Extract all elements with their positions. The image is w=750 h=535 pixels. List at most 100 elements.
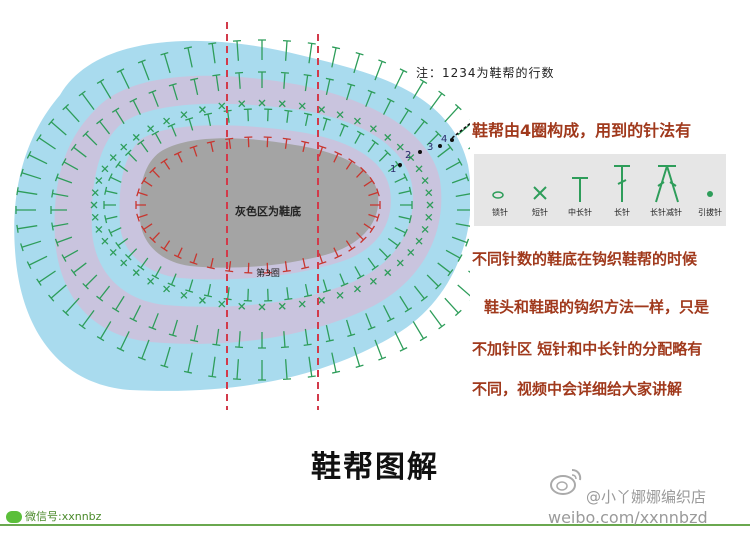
double-crochet-mark	[365, 313, 376, 331]
double-crochet-mark	[78, 309, 95, 330]
single-crochet-mark	[258, 99, 266, 107]
double-crochet-mark	[54, 173, 73, 184]
double-crochet-mark	[468, 270, 470, 273]
single-crochet-mark	[218, 300, 226, 308]
single-crochet-mark	[238, 100, 246, 108]
single-crochet-mark	[415, 165, 423, 173]
double-crochet-mark	[455, 193, 470, 197]
double-crochet-mark	[445, 249, 463, 262]
double-crochet-mark	[378, 149, 392, 162]
single-crochet-icon	[533, 186, 547, 200]
double-crochet-mark	[455, 223, 470, 227]
legend-slip-stitch: 引拔针	[684, 154, 736, 226]
double-crochet-mark	[303, 328, 312, 346]
legend-chain: 锁针	[474, 154, 526, 226]
legend-half-double: 中长针	[554, 154, 606, 226]
single-crochet-mark	[425, 189, 433, 197]
single-crochet-mark	[421, 177, 429, 185]
double-crochet-mark	[189, 145, 198, 157]
double-crochet-mark	[203, 112, 213, 126]
double-crochet-mark	[115, 237, 129, 250]
double-crochet-mark	[451, 236, 470, 247]
row-number-4: 4	[441, 134, 447, 145]
single-crochet-mark	[90, 201, 98, 209]
double-crochet-mark	[394, 227, 408, 237]
double-crochet-mark	[368, 188, 380, 197]
stitch-legend: 锁针 短针 中长针 长针 长针减针 引拔针	[474, 154, 726, 226]
row-number-1: 1	[390, 164, 396, 175]
double-crochet-mark	[78, 90, 95, 111]
double-crochet-mark	[356, 166, 367, 178]
double-crochet-mark	[363, 223, 376, 234]
legend-label: 长针	[614, 208, 630, 217]
single-crochet-mark	[396, 259, 404, 267]
double-crochet-mark	[137, 59, 150, 81]
double-crochet-mark	[399, 107, 413, 125]
double-crochet-mark	[282, 137, 291, 149]
double-crochet-mark	[258, 360, 266, 381]
single-crochet-mark	[120, 143, 128, 151]
double-crochet-mark	[160, 52, 171, 74]
description-line-3: 不加针区 短针和中长针的分配略有	[472, 340, 703, 358]
weibo-url: weibo.com/xxnnbzd	[548, 508, 708, 527]
double-crochet-mark	[263, 136, 272, 148]
double-crochet-mark	[167, 123, 177, 137]
weibo-logo-icon	[550, 469, 582, 495]
double-crochet-mark	[212, 328, 221, 346]
single-crochet-mark	[353, 117, 361, 125]
double-crochet-mark	[62, 103, 80, 123]
double-crochet-mark	[426, 274, 442, 290]
row-number-3: 3	[427, 142, 433, 153]
double-crochet-mark	[264, 288, 273, 302]
red-stitch-marks	[135, 136, 381, 274]
double-crochet-mark	[183, 46, 193, 68]
double-crochet-mark	[382, 97, 395, 115]
double-crochet-mark	[429, 309, 446, 330]
legend-label: 中长针	[568, 208, 592, 217]
legend-dc-decrease: 长针减针	[640, 154, 692, 226]
double-crochet-mark	[168, 82, 179, 101]
double-crochet-mark	[457, 284, 470, 301]
double-crochet-mark	[20, 240, 42, 252]
double-crochet-mark	[284, 109, 293, 123]
double-crochet-mark	[124, 248, 138, 261]
row-arrow	[451, 122, 470, 139]
single-crochet-mark	[426, 201, 434, 209]
double-crochet-mark	[365, 89, 376, 107]
double-crochet-mark	[339, 273, 349, 287]
double-crochet-mark	[374, 59, 387, 81]
double-crochet-mark	[264, 108, 273, 122]
double-crochet-mark	[160, 346, 171, 368]
double-crochet-mark	[206, 140, 215, 153]
double-crochet-mark	[104, 186, 118, 195]
double-crochet-mark	[263, 262, 272, 274]
double-crochet-mark	[412, 321, 428, 342]
chain-stitch-icon	[492, 191, 504, 199]
double-crochet-mark	[378, 248, 392, 261]
single-crochet-mark	[180, 291, 188, 299]
double-crochet-mark	[108, 173, 122, 183]
double-crochet-mark	[96, 118, 111, 135]
row-note: 注：1234为鞋帮的行数	[416, 66, 555, 80]
double-crochet-mark	[353, 52, 364, 74]
double-crochet-mark	[325, 325, 334, 343]
double-crochet-mark	[301, 140, 310, 153]
stitch-heading: 鞋帮由4圈构成，用到的针法有	[472, 121, 692, 140]
row-numbers: 1 2 3 4	[390, 134, 454, 175]
single-crochet-mark	[396, 143, 404, 151]
single-crochet-mark	[163, 285, 171, 293]
page-title: 鞋帮图解	[311, 450, 439, 485]
double-crochet-mark	[318, 145, 327, 157]
single-crochet-mark	[147, 277, 155, 285]
single-crochet-mark	[278, 100, 286, 108]
double-crochet-mark	[167, 273, 177, 287]
double-crochet-mark	[160, 240, 171, 252]
double-crochet-mark	[258, 71, 266, 88]
single-crochet-mark	[336, 111, 344, 119]
double-crochet-mark	[399, 295, 413, 313]
single-crochet-mark	[101, 165, 109, 173]
legend-label: 锁针	[492, 208, 508, 217]
double-crochet-mark	[307, 356, 316, 378]
row-number-2: 2	[405, 150, 411, 161]
double-crochet-mark	[96, 321, 112, 342]
